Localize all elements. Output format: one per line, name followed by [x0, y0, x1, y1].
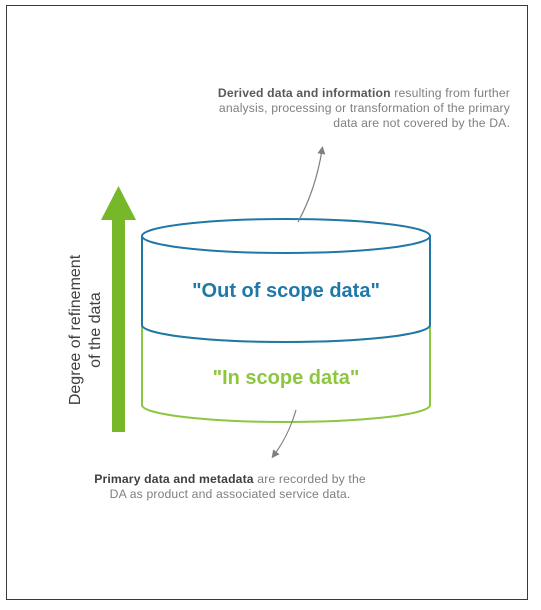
derived-data-line2: analysis, processing or transformation o… — [218, 101, 510, 115]
axis-label-line1: Degree of refinement — [67, 254, 84, 405]
cylinder-top-ellipse — [141, 218, 431, 254]
primary-data-line2: DA as product and associated service dat… — [109, 487, 351, 501]
out-of-scope-section — [141, 218, 431, 343]
in-scope-label: "In scope data" — [213, 367, 360, 389]
derived-data-line3: data are not covered by the DA. — [333, 116, 510, 130]
primary-data-note: Primary data and metadata are recorded b… — [60, 472, 400, 502]
bottom-note-pointer — [271, 409, 297, 459]
derived-data-note: Derived data and information resulting f… — [150, 86, 510, 131]
primary-data-line1: are recorded by the — [253, 472, 366, 486]
refinement-arrow — [101, 186, 136, 432]
derived-data-line1: resulting from further — [390, 86, 510, 100]
primary-data-bold: Primary data and metadata — [94, 472, 254, 486]
derived-data-bold: Derived data and information — [217, 86, 391, 100]
axis-label-line2: of the data — [87, 292, 104, 368]
out-of-scope-label: "Out of scope data" — [192, 280, 380, 302]
top-note-pointer — [297, 146, 326, 223]
